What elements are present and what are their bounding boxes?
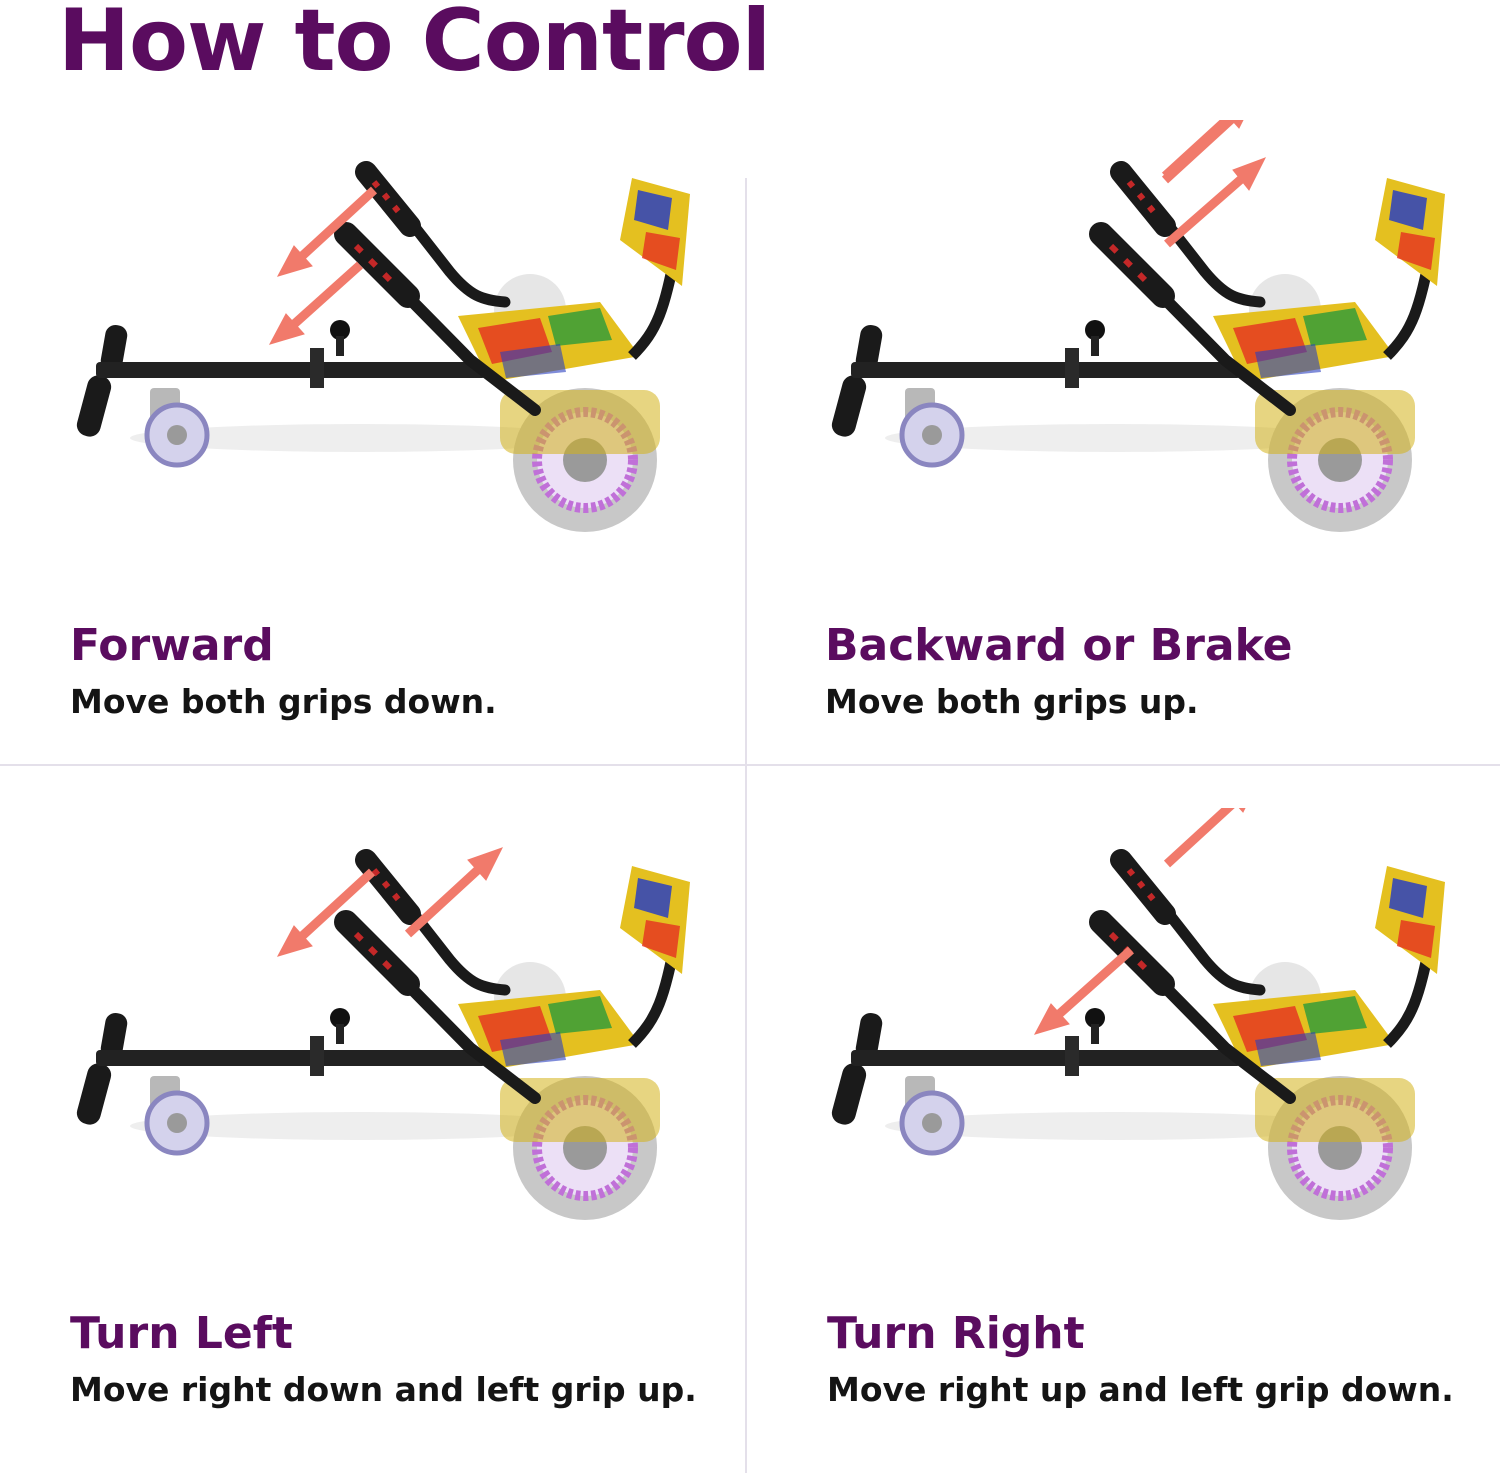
- go-kart-image: [831, 849, 1445, 1220]
- forward-title: Forward: [70, 620, 274, 671]
- turn-left-arrows: [276, 847, 504, 957]
- turn-right-description: Move right up and left grip down.: [827, 1370, 1454, 1409]
- panel-turn-left: Turn Left Move right down and left grip …: [0, 808, 745, 1408]
- go-kart-backward-illustration: [831, 120, 1445, 532]
- go-kart-forward-illustration: [76, 161, 690, 532]
- horizontal-divider: [0, 764, 1500, 766]
- forward-description: Move both grips down.: [70, 682, 497, 721]
- backward-brake-description: Move both grips up.: [825, 682, 1199, 721]
- panel-backward-brake: Backward or Brake Move both grips up.: [755, 120, 1500, 720]
- panel-forward: Forward Move both grips down.: [0, 120, 745, 720]
- page-title: How to Control: [58, 0, 771, 91]
- go-kart-image: [76, 161, 690, 532]
- panel-turn-right: Turn Right Move right up and left grip d…: [755, 808, 1500, 1408]
- turn-left-description: Move right down and left grip up.: [70, 1370, 697, 1409]
- go-kart-image: [76, 849, 690, 1220]
- go-kart-turn-right-illustration: [831, 808, 1445, 1220]
- go-kart-image: [831, 161, 1445, 532]
- backward-grip-up-arrow-top: [1161, 120, 1244, 184]
- up-arrows: [1164, 157, 1267, 248]
- turn-left-title: Turn Left: [70, 1308, 293, 1359]
- vertical-divider: [745, 178, 747, 1473]
- backward-brake-title: Backward or Brake: [825, 620, 1293, 671]
- turn-right-title: Turn Right: [827, 1308, 1085, 1359]
- turn-right-arrows: [1033, 808, 1246, 1035]
- go-kart-turn-left-illustration: [76, 847, 690, 1220]
- grip-down-arrows: [268, 186, 378, 345]
